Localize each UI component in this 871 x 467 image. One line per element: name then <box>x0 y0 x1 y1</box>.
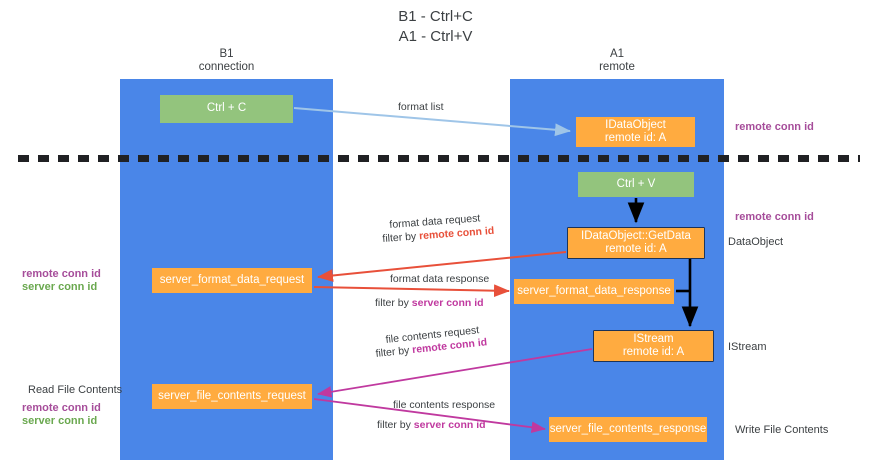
label-right-remote-conn-id-mid: remote conn id <box>735 211 814 223</box>
label-left-remote-conn-id-2: remote conn id <box>22 402 101 414</box>
box-getdata-title: IDataObject::GetData <box>581 229 691 242</box>
box-server-format-data-response-label: server_format_data_response <box>517 284 671 297</box>
box-istream[interactable]: IStream remote id: A <box>594 331 713 361</box>
filter-prefix-2: filter by <box>375 297 412 309</box>
box-ctrl-v[interactable]: Ctrl + V <box>578 172 694 197</box>
label-right-istream: IStream <box>728 341 767 353</box>
box-istream-remote-id: remote id: A <box>622 346 685 358</box>
page-title: B1 - Ctrl+C A1 - Ctrl+V <box>0 7 871 47</box>
label-right-write-file-contents: Write File Contents <box>735 424 829 436</box>
box-ctrl-c[interactable]: Ctrl + C <box>160 95 293 123</box>
caption-file-contents-response-filter: filter by server conn id <box>377 419 486 432</box>
label-left-server-conn-id-1: server conn id <box>22 281 98 293</box>
box-server-format-data-response[interactable]: server_format_data_response <box>514 279 674 304</box>
label-right-remote-conn-id-top: remote conn id <box>735 121 814 133</box>
lane-header-a1: A1 remote <box>510 48 724 74</box>
box-ctrl-c-label: Ctrl + C <box>206 102 247 115</box>
box-getdata-remote-id: remote id: A <box>605 243 667 255</box>
lane-b1-name: B1 <box>219 48 234 60</box>
box-ctrl-v-label: Ctrl + V <box>616 177 656 190</box>
filter-prefix-4: filter by <box>377 419 414 431</box>
caption-file-contents-response: file contents response <box>393 399 496 411</box>
title-line-2: A1 - Ctrl+V <box>398 28 473 45</box>
filter-key-server-conn-id-1: server conn id <box>411 297 484 309</box>
box-istream-title: IStream <box>633 332 674 345</box>
filter-prefix-3: filter by <box>375 344 413 360</box>
lane-b1-subtitle: connection <box>198 61 255 73</box>
box-server-format-data-request-label: server_format_data_request <box>159 273 305 286</box>
box-idataobject[interactable]: IDataObject remote id: A <box>576 117 695 147</box>
box-idataobject-getdata[interactable]: IDataObject::GetData remote id: A <box>568 228 704 258</box>
lane-a1-subtitle: remote <box>599 61 635 73</box>
box-server-file-contents-response-label: server_file_contents_response <box>549 422 707 435</box>
box-server-file-contents-response[interactable]: server_file_contents_response <box>549 417 707 442</box>
box-idataobject-remote-id: remote id: A <box>604 132 667 144</box>
lane-header-b1: B1 connection <box>120 48 333 74</box>
arrow-format-data-response <box>313 284 510 298</box>
lane-a1-name: A1 <box>609 48 625 60</box>
box-server-format-data-request[interactable]: server_format_data_request <box>152 268 312 293</box>
caption-format-data-response-filter: filter by server conn id <box>375 297 484 310</box>
caption-format-list: format list <box>398 101 444 113</box>
label-left-server-conn-id-2: server conn id <box>22 415 98 427</box>
box-server-file-contents-request-label: server_file_contents_request <box>158 389 306 402</box>
filter-key-server-conn-id-2: server conn id <box>413 419 486 431</box>
filter-prefix-1: filter by <box>382 230 420 245</box>
box-idataobject-title: IDataObject <box>605 118 666 131</box>
label-left-remote-conn-id-1: remote conn id <box>22 268 101 280</box>
label-left-read-file-contents: Read File Contents <box>28 384 123 396</box>
title-line-1: B1 - Ctrl+C <box>398 8 473 25</box>
label-right-dataobject: DataObject <box>728 236 784 248</box>
caption-format-data-response: format data response <box>390 273 490 285</box>
box-server-file-contents-request[interactable]: server_file_contents_request <box>152 384 312 409</box>
